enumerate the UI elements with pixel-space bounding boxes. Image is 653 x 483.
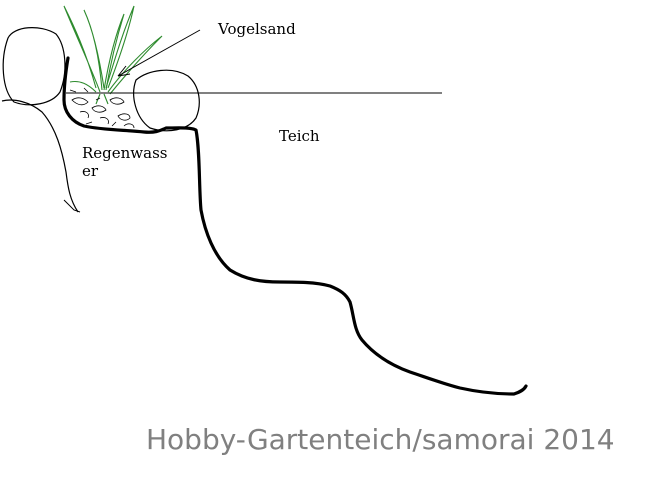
rainwater-channel-tip (63, 199, 81, 213)
label-regenwasser-line2: er (82, 162, 99, 180)
watermark-text: Hobby-Gartenteich/samorai 2014 (146, 423, 615, 456)
pond-profile (62, 56, 528, 396)
left-boulder (2, 27, 66, 106)
plant-icon (63, 5, 163, 105)
label-regenwasser-line1: Regenwass (82, 144, 168, 162)
vogelsand-leader-line (117, 29, 201, 77)
label-teich: Teich (279, 127, 320, 145)
vogelsand-leader-arrow (117, 65, 131, 77)
gravel-fill (69, 87, 135, 129)
label-regenwasser: Regenwass er (82, 144, 168, 180)
label-vogelsand: Vogelsand (218, 20, 296, 38)
right-boulder (133, 69, 200, 132)
rainwater-channel (1, 99, 79, 213)
